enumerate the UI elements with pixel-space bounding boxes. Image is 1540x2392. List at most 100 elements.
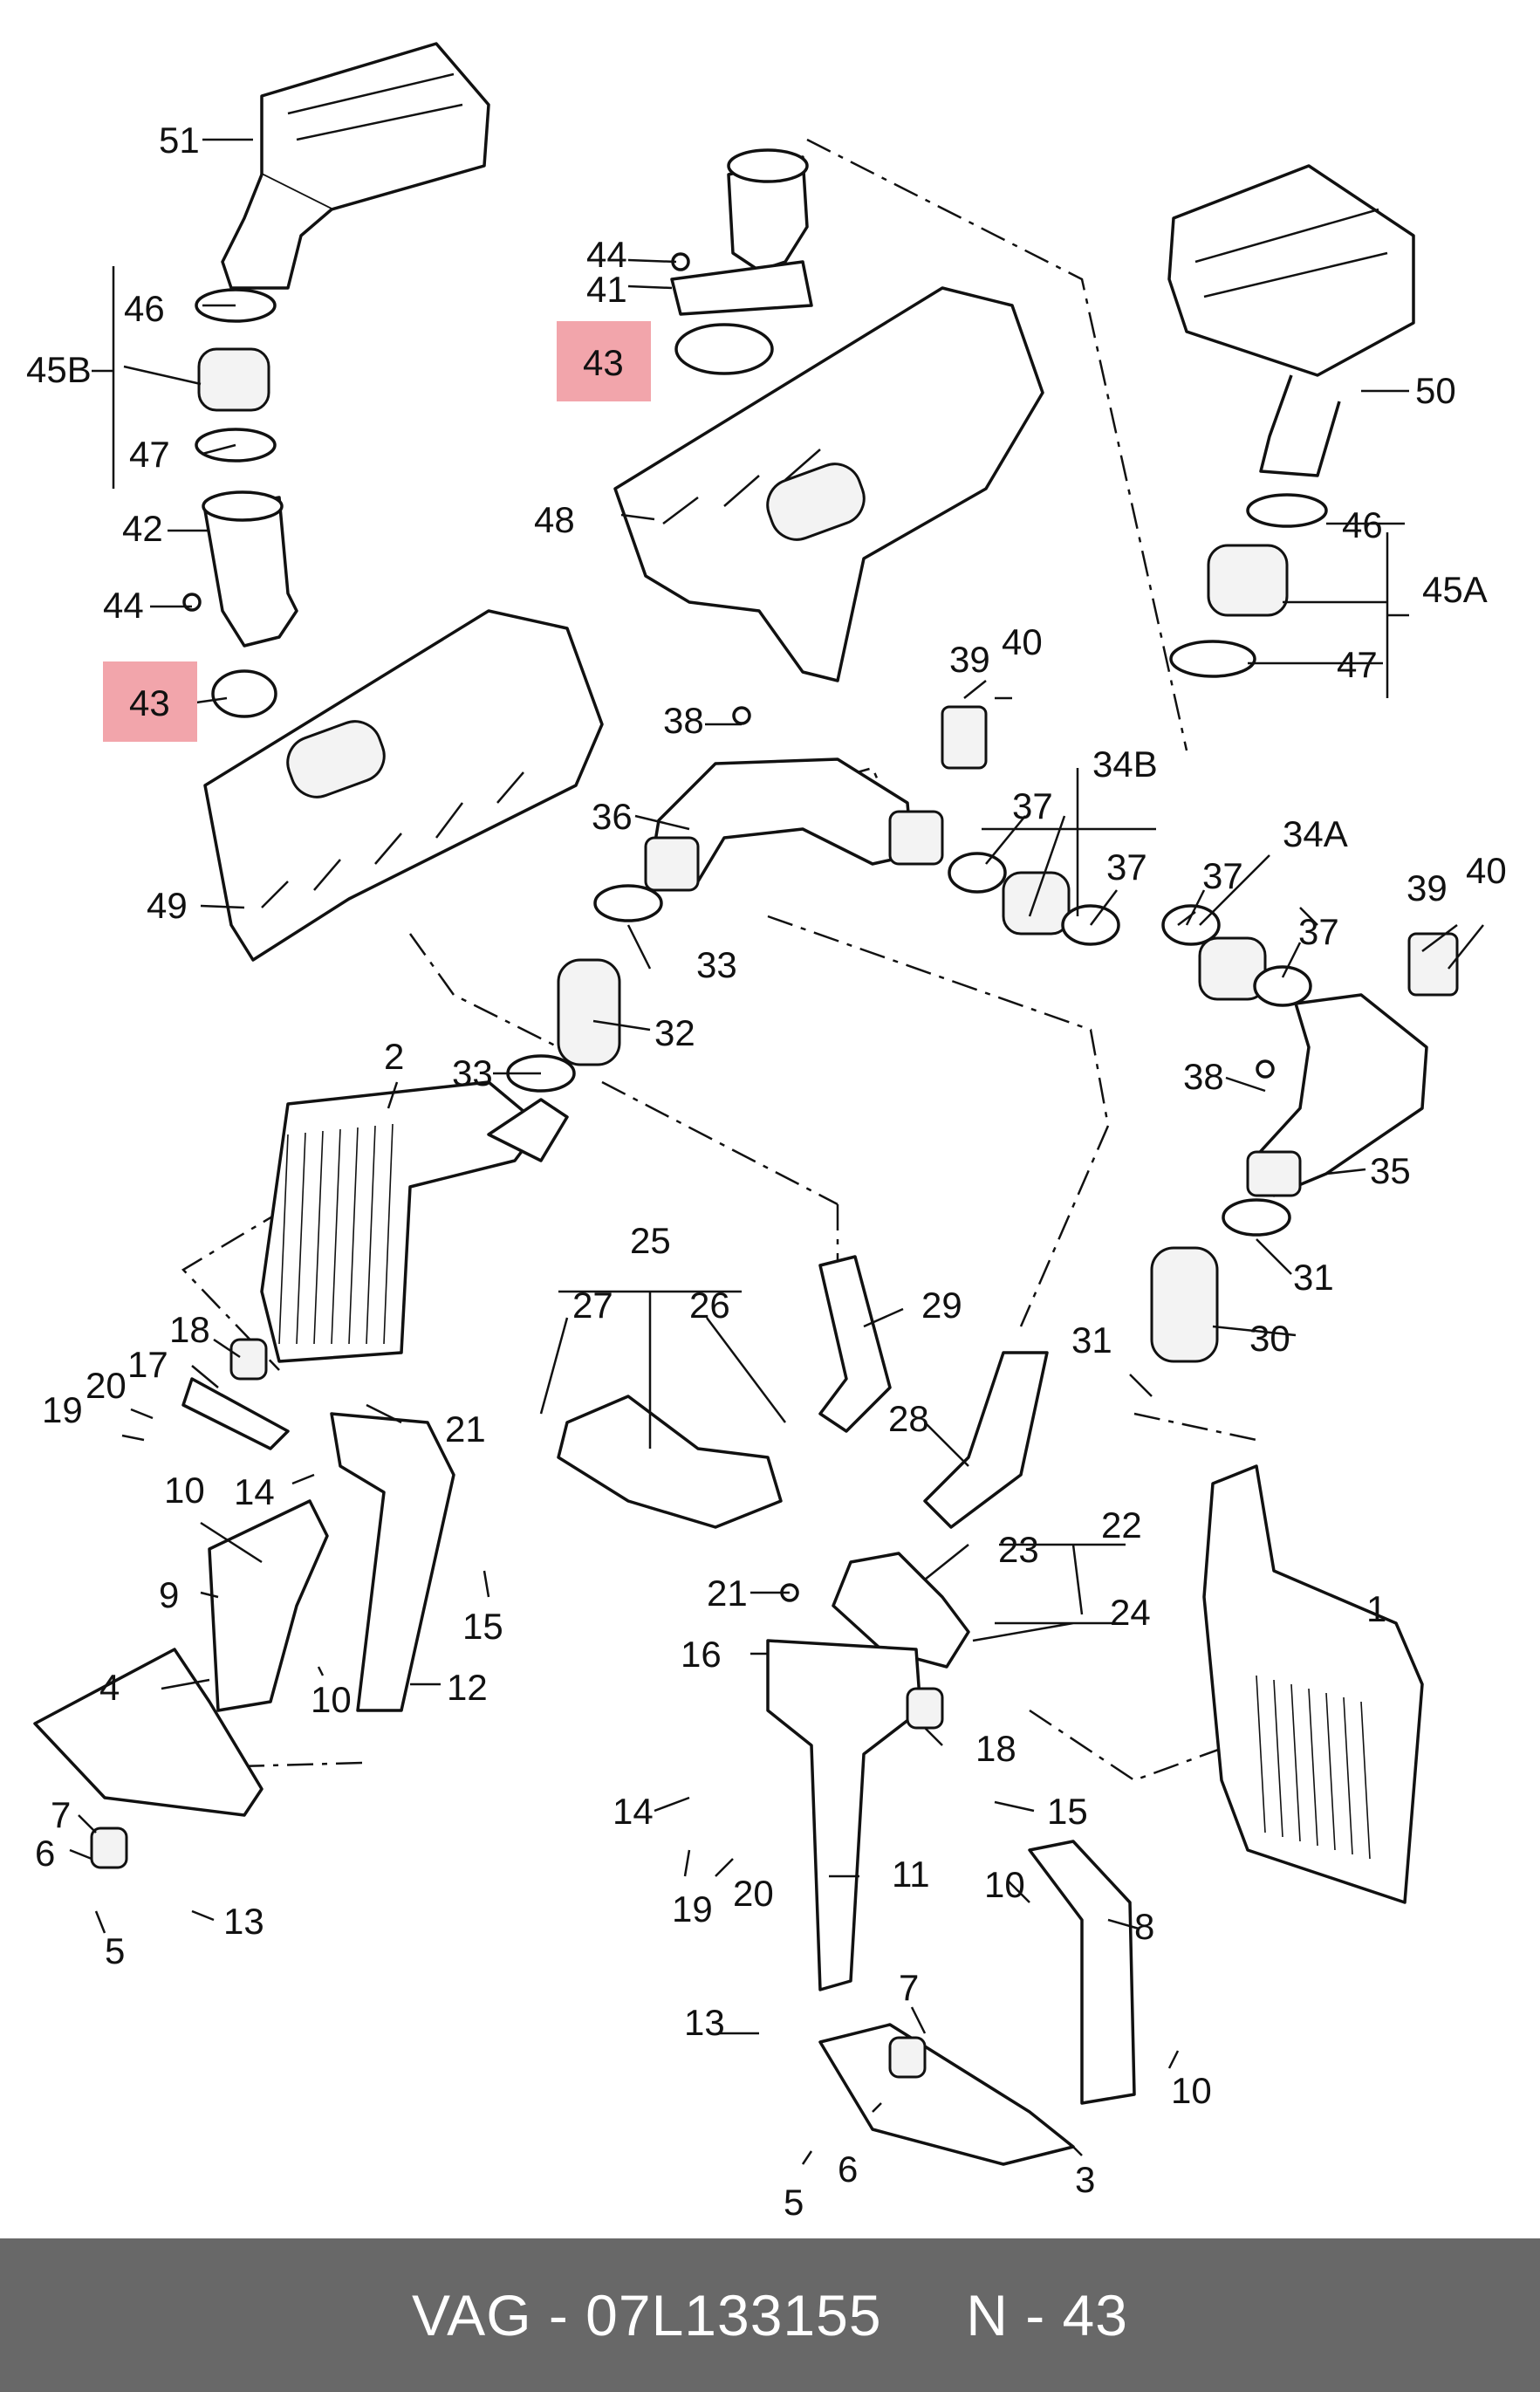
callout-40: 40 <box>1466 850 1507 891</box>
hoses-32-30 <box>506 884 1291 1363</box>
highlight-box-43-left <box>103 661 197 742</box>
callout-50: 50 <box>1415 370 1456 411</box>
callout-36: 36 <box>592 796 633 837</box>
callout-24: 24 <box>1110 1592 1151 1633</box>
part-number-banner: VAG - 07L133155 N - 43 <box>0 2238 1540 2392</box>
callout-44: 44 <box>586 234 627 275</box>
callout-26: 26 <box>689 1285 730 1326</box>
callout-7: 7 <box>51 1794 71 1835</box>
callout-33: 33 <box>696 944 737 985</box>
highlight-box-43-right <box>557 321 651 401</box>
callout-14: 14 <box>613 1791 654 1832</box>
callout-10: 10 <box>984 1864 1025 1905</box>
callout-11: 11 <box>892 1854 930 1895</box>
callout-5: 5 <box>784 2182 804 2223</box>
charge-pipe-36 <box>644 757 944 892</box>
callout-34b: 34B <box>1092 744 1158 785</box>
callout-6: 6 <box>35 1833 55 1874</box>
callout-6: 6 <box>838 2149 858 2190</box>
exhaust-manifold-turbo-49 <box>203 609 604 962</box>
leader-lines <box>69 138 1484 2165</box>
callout-19: 19 <box>42 1389 83 1430</box>
callout-13: 13 <box>684 2002 725 2043</box>
pressure-sensors-39 <box>941 705 1459 997</box>
callout-9: 9 <box>159 1574 179 1615</box>
callout-43: 43 <box>583 342 624 383</box>
callout-14: 14 <box>234 1471 275 1512</box>
callout-34a: 34A <box>1283 813 1348 854</box>
callout-2: 2 <box>384 1036 404 1077</box>
callout-37: 37 <box>1298 911 1339 952</box>
exhaust-manifold-turbo-48 <box>613 286 1044 682</box>
intake-pipe-42 <box>202 490 298 648</box>
callout-20: 20 <box>733 1873 774 1914</box>
callout-21: 21 <box>707 1573 748 1614</box>
callout-18: 18 <box>169 1309 210 1350</box>
callout-19: 19 <box>672 1888 713 1929</box>
callout-16: 16 <box>681 1634 722 1675</box>
callout-10: 10 <box>311 1679 352 1720</box>
callout-30: 30 <box>1249 1318 1290 1359</box>
gasket-43-left <box>211 669 277 718</box>
callout-21: 21 <box>445 1408 486 1450</box>
callout-22: 22 <box>1101 1504 1142 1546</box>
callout-7: 7 <box>899 1967 919 2008</box>
callout-41: 41 <box>586 269 627 310</box>
callout-23: 23 <box>998 1529 1039 1570</box>
mounts-and-bolts <box>90 252 1275 2079</box>
callout-8: 8 <box>1134 1906 1154 1947</box>
callout-29: 29 <box>921 1285 962 1326</box>
callout-46: 46 <box>124 288 165 329</box>
part-number-text: VAG - 07L133155 N - 43 <box>412 2283 1128 2347</box>
charge-pipe-35 <box>1246 993 1428 1197</box>
callout-44: 44 <box>103 585 144 626</box>
callout-40: 40 <box>1002 621 1043 662</box>
callout-17: 17 <box>127 1344 168 1385</box>
hoses-29-28-27 <box>557 1255 1049 1669</box>
callout-10: 10 <box>164 1470 205 1511</box>
callout-13: 13 <box>223 1901 264 1942</box>
callout-10: 10 <box>1171 2070 1212 2111</box>
brackets-left <box>33 1377 455 1817</box>
intercooler-2 <box>260 1080 569 1363</box>
callout-28: 28 <box>888 1398 929 1439</box>
callout-35: 35 <box>1370 1150 1411 1191</box>
callout-labels: 51 46 45B 47 42 44 43 49 44 41 43 48 50 … <box>26 120 1507 2223</box>
brackets-right <box>766 1639 1136 2166</box>
callout-47: 47 <box>129 434 170 475</box>
callout-31: 31 <box>1071 1319 1112 1360</box>
gasket-43-right <box>674 323 774 375</box>
callout-5: 5 <box>105 1930 125 1971</box>
intercooler-1 <box>1202 1464 1424 1904</box>
callout-45b: 45B <box>26 349 92 390</box>
callout-42: 42 <box>122 508 163 549</box>
callout-4: 4 <box>99 1667 120 1708</box>
callout-37: 37 <box>1106 846 1147 888</box>
callout-38: 38 <box>1183 1056 1224 1097</box>
parts-diagram: 51 46 45B 47 42 44 43 49 44 41 43 48 50 … <box>26 42 1507 2223</box>
intake-pipe-upper <box>670 148 813 316</box>
callout-46: 46 <box>1342 504 1383 545</box>
callout-39: 39 <box>1407 867 1448 908</box>
callout-48: 48 <box>534 499 575 540</box>
callout-27: 27 <box>572 1285 613 1326</box>
callout-37: 37 <box>1202 855 1243 896</box>
callout-49: 49 <box>147 885 188 926</box>
callout-51: 51 <box>159 120 200 161</box>
air-filter-housing-50 <box>1167 164 1415 477</box>
callout-20: 20 <box>86 1365 127 1406</box>
callout-31: 31 <box>1293 1257 1334 1298</box>
callout-45a: 45A <box>1422 569 1488 610</box>
callout-38: 38 <box>663 700 704 741</box>
callout-32: 32 <box>654 1012 695 1053</box>
callout-15: 15 <box>462 1606 503 1647</box>
air-filter-housing-51 <box>221 42 490 290</box>
callout-37: 37 <box>1012 785 1053 826</box>
callout-47: 47 <box>1337 644 1378 685</box>
callout-43: 43 <box>129 682 170 723</box>
callout-15: 15 <box>1047 1791 1088 1832</box>
callout-1: 1 <box>1366 1588 1386 1629</box>
callout-12: 12 <box>447 1667 488 1708</box>
callout-25: 25 <box>630 1220 671 1261</box>
callout-3: 3 <box>1075 2159 1095 2200</box>
